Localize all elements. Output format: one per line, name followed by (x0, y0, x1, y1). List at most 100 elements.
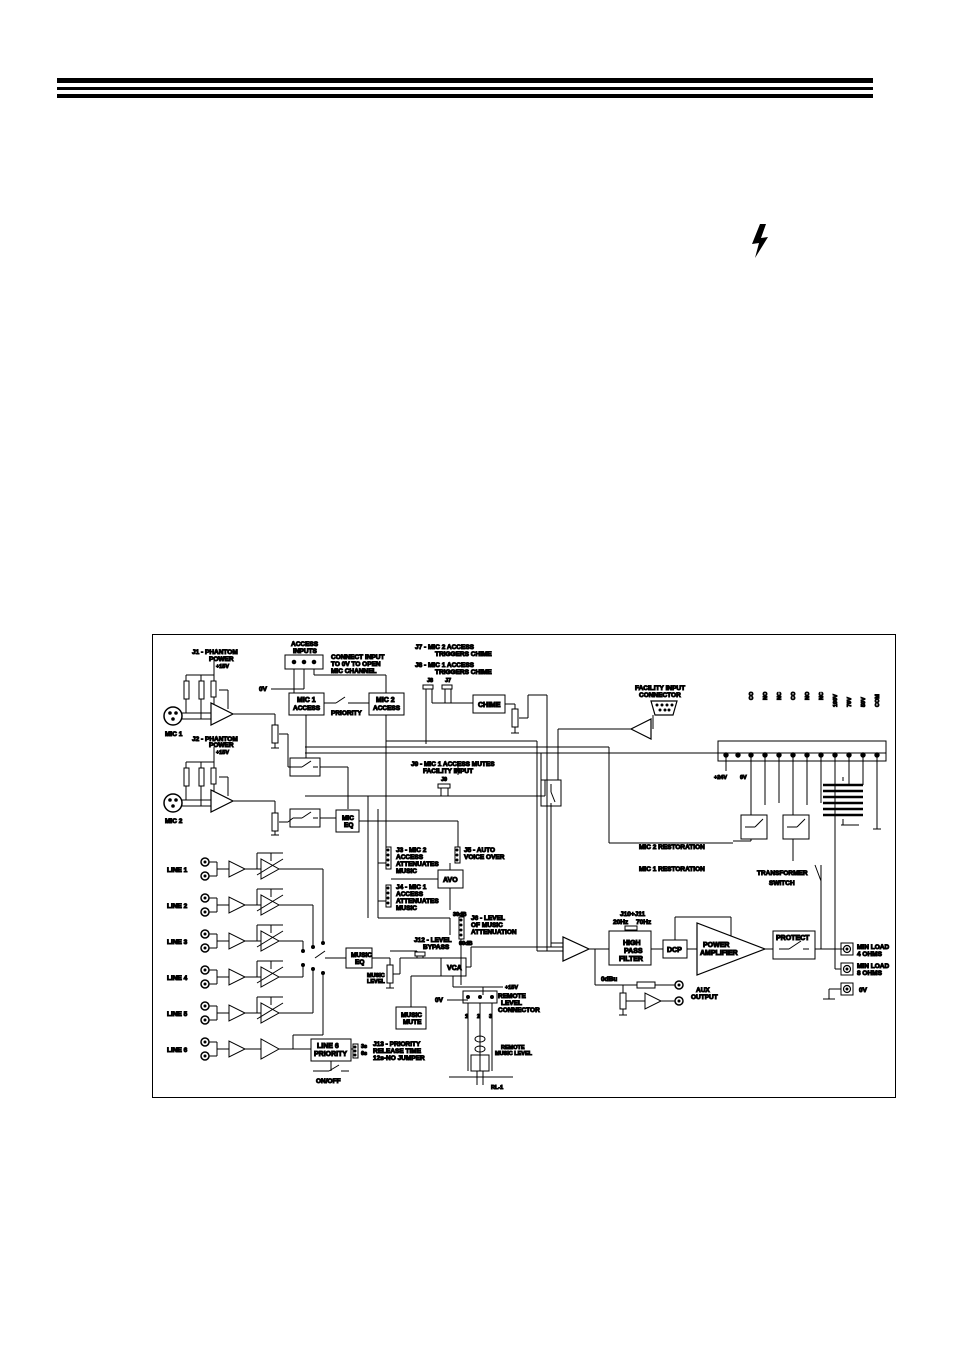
svg-text:+24V: +24V (714, 775, 727, 781)
svg-text:AUX: AUX (696, 987, 710, 994)
svg-text:ATTENUATION: ATTENUATION (471, 929, 517, 936)
svg-text:MIC 1 RESTORATION: MIC 1 RESTORATION (639, 866, 705, 873)
svg-text:MIN LOAD: MIN LOAD (857, 944, 889, 951)
svg-text:J9: J9 (441, 777, 447, 783)
svg-text:1: 1 (465, 1014, 468, 1020)
svg-text:OUTPUT: OUTPUT (691, 994, 718, 1001)
avo-section: J3 - MIC 2 ACCESS ATTENUATES MUSIC J4 - … (367, 796, 517, 958)
svg-text:0V: 0V (435, 997, 444, 1004)
svg-text:J12 - LEVEL: J12 - LEVEL (414, 937, 452, 944)
svg-text:MIC 2: MIC 2 (376, 697, 395, 704)
svg-text:LEVEL: LEVEL (501, 1000, 522, 1007)
svg-text:RL-1: RL-1 (491, 1085, 503, 1091)
svg-text:NO: NO (763, 691, 769, 700)
svg-text:BYPASS: BYPASS (423, 944, 450, 951)
svg-text:ON/OFF: ON/OFF (316, 1078, 341, 1085)
svg-text:MIC CHANNEL: MIC CHANNEL (331, 668, 377, 675)
svg-text:CONNECTOR: CONNECTOR (498, 1007, 540, 1014)
svg-text:LINE 2: LINE 2 (167, 903, 188, 910)
header-rules (57, 78, 873, 98)
svg-text:J13 - PRIORITY: J13 - PRIORITY (373, 1041, 421, 1048)
svg-text:MUTE: MUTE (403, 1019, 422, 1026)
svg-text:LEVEL: LEVEL (367, 979, 385, 985)
svg-text:COM: COM (875, 694, 881, 707)
svg-text:0V: 0V (740, 775, 747, 781)
svg-text:RELEASE TIME: RELEASE TIME (373, 1048, 422, 1055)
svg-text:PROTECT: PROTECT (776, 935, 810, 942)
svg-text:ACCESS: ACCESS (396, 854, 424, 861)
svg-text:FACILITY INPUT: FACILITY INPUT (423, 768, 473, 775)
remote-level-section: +15V 0V 1 2 3 REMOTE LEVEL CONNECTOR REM… (435, 958, 541, 1092)
block-diagram: MIC 1 J1 - PHANTOM POWER +15V MIC 2 (152, 634, 896, 1098)
header-rule-top (57, 78, 873, 83)
svg-text:EQ: EQ (355, 959, 364, 966)
line-inputs: LINE 1 LINE 2 LINE 3 LINE 4 LINE 5 LINE … (167, 852, 346, 1061)
svg-text:LINE 6: LINE 6 (167, 1047, 188, 1054)
svg-text:3: 3 (489, 1014, 492, 1020)
svg-text:ACCESS: ACCESS (293, 705, 321, 712)
svg-text:20Hz: 20Hz (613, 919, 629, 926)
svg-text:NO: NO (805, 691, 811, 700)
svg-text:OF MUSIC: OF MUSIC (471, 922, 503, 929)
svg-text:NC: NC (777, 692, 783, 700)
svg-text:4 OHMS: 4 OHMS (857, 951, 883, 958)
mic2-section: MIC 2 J2 - PHANTOM POWER +15V (163, 736, 288, 836)
svg-text:REMOTE: REMOTE (501, 1045, 525, 1051)
svg-text:MUSIC: MUSIC (396, 868, 417, 875)
svg-text:J1 - PHANTOM: J1 - PHANTOM (192, 649, 238, 656)
svg-text:6s: 6s (361, 1051, 367, 1057)
svg-text:CO: CO (791, 691, 797, 700)
svg-text:MIC 1: MIC 1 (165, 731, 183, 738)
svg-text:MIC 2 RESTORATION: MIC 2 RESTORATION (639, 844, 705, 851)
access-section: ACCESS INPUTS CONNECT INPUT TO 0V TO OPE… (259, 641, 405, 855)
svg-text:MIC 1: MIC 1 (297, 697, 316, 704)
svg-text:3s: 3s (361, 1044, 367, 1050)
lightning-bolt-icon (752, 224, 768, 258)
svg-text:CONNECTOR: CONNECTOR (639, 692, 681, 699)
svg-text:REMOTE: REMOTE (498, 993, 526, 1000)
svg-text:POWER: POWER (209, 742, 234, 749)
svg-text:LINE 4: LINE 4 (167, 975, 188, 982)
svg-text:0dBu: 0dBu (601, 976, 617, 983)
svg-text:TRIGGERS CHIME: TRIGGERS CHIME (435, 669, 492, 676)
svg-text:J5 - AUTO: J5 - AUTO (464, 847, 495, 854)
svg-text:TRIGGERS CHIME: TRIGGERS CHIME (435, 651, 492, 658)
svg-text:J9 - MIC 1 ACCESS MUTES: J9 - MIC 1 ACCESS MUTES (411, 761, 495, 768)
svg-text:+15V: +15V (505, 985, 518, 991)
terminal-block: CO NO NC CO NO NC 100V 70V 50V COM +24V … (305, 691, 887, 874)
svg-text:CO: CO (749, 691, 755, 700)
svg-text:+15V: +15V (216, 664, 229, 670)
svg-text:AMPLIFIER: AMPLIFIER (700, 950, 738, 957)
svg-text:PASS: PASS (624, 948, 643, 955)
svg-text:0V: 0V (859, 987, 868, 994)
svg-text:SWITCH: SWITCH (769, 880, 795, 887)
svg-text:MUSIC: MUSIC (396, 905, 417, 912)
svg-text:0V: 0V (259, 686, 268, 693)
svg-text:50V: 50V (861, 697, 867, 707)
mic-switches: MIC EQ (287, 734, 886, 835)
chime-section: J7 - MIC 2 ACCESS TRIGGERS CHIME J8 - MI… (386, 644, 548, 951)
svg-text:J8: J8 (427, 678, 433, 684)
svg-text:ATTENUATES: ATTENUATES (396, 898, 439, 905)
svg-text:INPUTS: INPUTS (293, 648, 318, 655)
svg-text:FILTER: FILTER (619, 956, 643, 963)
aux-output-section: 0dBu AUX OUTPUT (595, 976, 718, 1016)
svg-text:ACCESS: ACCESS (396, 891, 424, 898)
svg-text:J7: J7 (445, 678, 451, 684)
svg-text:70Hz: 70Hz (636, 919, 652, 926)
svg-text:TO 0V TO OPEN: TO 0V TO OPEN (331, 661, 381, 668)
svg-text:J7 - MIC 2 ACCESS: J7 - MIC 2 ACCESS (415, 644, 475, 651)
svg-text:J3 - MIC 2: J3 - MIC 2 (396, 847, 427, 854)
block-diagram-svg: MIC 1 J1 - PHANTOM POWER +15V MIC 2 (163, 641, 890, 1092)
svg-text:ATTENUATES: ATTENUATES (396, 861, 439, 868)
svg-text:POWER: POWER (209, 656, 234, 663)
svg-text:8 OHMS: 8 OHMS (857, 970, 883, 977)
svg-text:J8 - MIC 1 ACCESS: J8 - MIC 1 ACCESS (415, 662, 475, 669)
output-chain: HIGH PASS FILTER J10+J11 20Hz 70Hz DCP P… (537, 865, 843, 985)
svg-text:J4 - MIC 1: J4 - MIC 1 (396, 884, 427, 891)
svg-text:MUSIC: MUSIC (351, 952, 372, 959)
svg-text:MUSIC LEVEL: MUSIC LEVEL (495, 1051, 533, 1057)
svg-text:LINE 6: LINE 6 (317, 1043, 339, 1050)
music-section: MUSIC EQ MUSIC LEVEL J12 - LEVEL BYPASS … (345, 937, 557, 1030)
svg-text:J10+J11: J10+J11 (620, 911, 646, 918)
